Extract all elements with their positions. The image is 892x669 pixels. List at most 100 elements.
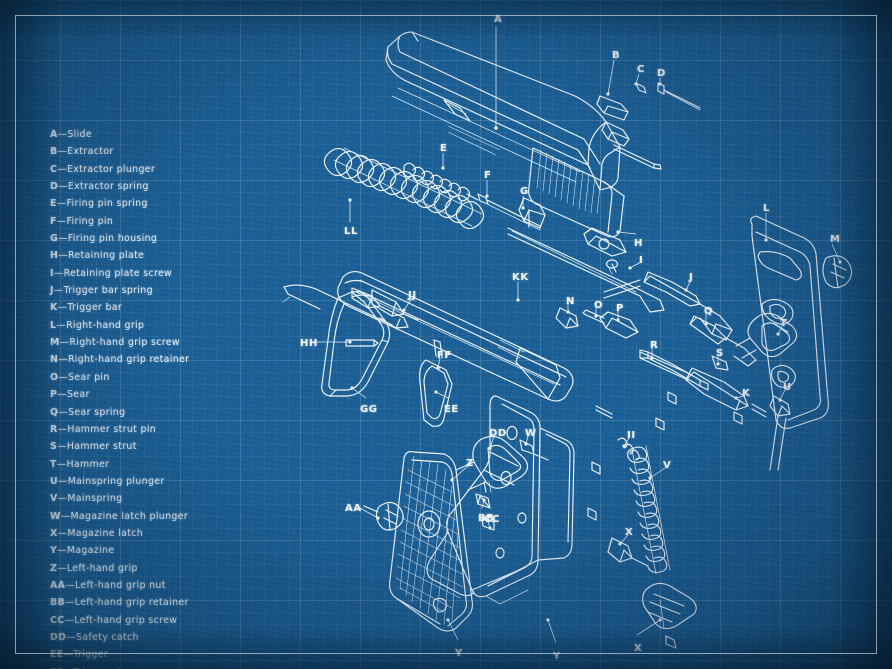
legend-item-key: D [50, 181, 59, 193]
part-extractor-group [597, 83, 700, 169]
legend-item-label: Magazine [66, 545, 115, 557]
legend-item-label: Retaining plate [67, 250, 145, 262]
legend-item: L—Right-hand grip [50, 317, 300, 334]
legend-item-key: E [50, 198, 57, 210]
legend-item-label: Left-hand grip screw [74, 614, 178, 626]
legend-item-label: Magazine latch [67, 527, 144, 539]
legend-item: U—Mainspring plunger [50, 473, 300, 490]
legend-item-key: A [50, 129, 58, 140]
part-hammer-sear-cluster [420, 308, 797, 566]
part-trigger-bar [604, 272, 748, 410]
legend-item: N—Right-hand grip retainer [50, 351, 300, 368]
legend-item: CC—Left-hand grip screw [50, 612, 300, 629]
legend-item-key: G [50, 233, 59, 245]
legend-item-label: Hammer [66, 458, 110, 470]
legend-item: E—Firing pin spring [50, 195, 300, 212]
legend-item-key: CC [50, 614, 65, 626]
legend-item-key: V [50, 493, 58, 505]
legend-item-separator: — [58, 406, 69, 418]
legend-item-label: Retaining plate screw [63, 267, 173, 279]
part-magazine [643, 583, 697, 648]
legend-item: M—Right-hand grip screw [50, 334, 300, 351]
legend-item-separator: — [63, 649, 74, 661]
legend-item-key: B [50, 146, 58, 158]
legend-item: G—Firing pin housing [50, 230, 300, 247]
legend-item-key: BB [50, 597, 65, 609]
legend-item-key: X [50, 527, 58, 539]
legend-item-key: EE [50, 649, 64, 661]
legend-item-label: Sear spring [68, 406, 126, 418]
legend-item-separator: — [58, 250, 68, 262]
legend-item: W—Magazine latch plunger [50, 508, 300, 525]
legend-item-key: DD [50, 631, 67, 643]
legend-item: O—Sear pin [50, 369, 300, 386]
legend-item-label: Left-hand grip nut [74, 579, 166, 591]
legend-item-separator: — [56, 215, 67, 227]
legend-item: K—Trigger bar [50, 299, 300, 316]
legend-item: Q—Sear spring [50, 404, 300, 421]
legend-item-label: Slide [67, 129, 92, 140]
legend-item: FF—Trigger pin [50, 664, 300, 669]
legend-item-separator: — [65, 597, 75, 609]
legend-item-label: Mainspring plunger [67, 475, 165, 487]
legend-item: B—Extractor [50, 143, 300, 160]
legend-item-label: Right-hand grip screw [69, 337, 180, 349]
legend-item: D—Extractor spring [50, 178, 300, 195]
legend-item-separator: — [57, 389, 67, 401]
leader-lines [316, 26, 842, 643]
legend-item: Y—Magazine [50, 542, 300, 559]
legend-item-separator: — [57, 163, 67, 175]
legend-item-key: T [50, 458, 57, 470]
legend-item-key: H [50, 250, 59, 262]
legend-item-label: Right-hand grip retainer [67, 354, 190, 366]
legend-item-separator: — [57, 562, 67, 574]
legend-item-separator: — [60, 510, 71, 522]
legend-item-key: K [50, 302, 58, 314]
legend-item: C—Extractor plunger [50, 161, 300, 178]
slide-engraving [448, 126, 500, 155]
legend-item-separator: — [56, 198, 67, 210]
legend-item-separator: — [53, 285, 64, 297]
legend-item-label: Extractor spring [67, 181, 149, 193]
legend-item-label: Firing pin housing [67, 233, 158, 245]
legend-item-separator: — [65, 579, 75, 591]
legend-item-key: R [50, 423, 58, 435]
legend-item: DD—Safety catch [50, 629, 300, 646]
legend-item-separator: — [57, 527, 68, 539]
legend-item: J—Trigger bar spring [50, 282, 300, 299]
legend-item-key: U [50, 475, 58, 487]
part-receiver-barrel-assembly [338, 228, 664, 604]
legend-item-key: N [50, 354, 59, 366]
legend-item-separator: — [57, 493, 68, 505]
legend-item-separator: — [58, 371, 69, 383]
legend-item: AA—Left-hand grip nut [50, 577, 300, 594]
legend-item-separator: — [66, 631, 76, 643]
legend-item-separator: — [57, 146, 68, 158]
legend-item-label: Right-hand grip [66, 319, 145, 331]
legend-item-separator: — [57, 423, 68, 435]
legend-item-separator: — [57, 129, 68, 140]
legend-item-separator: — [57, 302, 68, 314]
legend-item-label: Sear pin [68, 371, 110, 383]
legend-item: X—Magazine latch [50, 525, 300, 542]
legend-item-separator: — [53, 267, 64, 279]
legend-item-separator: — [58, 181, 68, 193]
legend-item-label: Left-hand grip [66, 562, 138, 574]
legend-item-key: M [50, 337, 60, 349]
legend-item-separator: — [58, 354, 68, 366]
legend-item-label: Mainspring [67, 493, 123, 505]
legend-item-label: Hammer strut [66, 441, 137, 453]
legend-item-separator: — [57, 475, 68, 487]
legend-item-key: W [50, 510, 61, 522]
part-left-hand-grip [364, 452, 494, 631]
legend-item-label: Trigger bar spring [63, 285, 153, 297]
legend-item-label: Extractor plunger [66, 163, 156, 175]
legend-item-separator: — [57, 441, 67, 453]
legend-item-label: Firing pin spring [66, 198, 148, 210]
legend-item-label: Left-hand grip retainer [74, 597, 189, 609]
legend-item-label: Hammer strut pin [67, 423, 157, 435]
legend-item-separator: — [56, 319, 67, 331]
legend-item-label: Magazine latch plunger [70, 510, 188, 522]
